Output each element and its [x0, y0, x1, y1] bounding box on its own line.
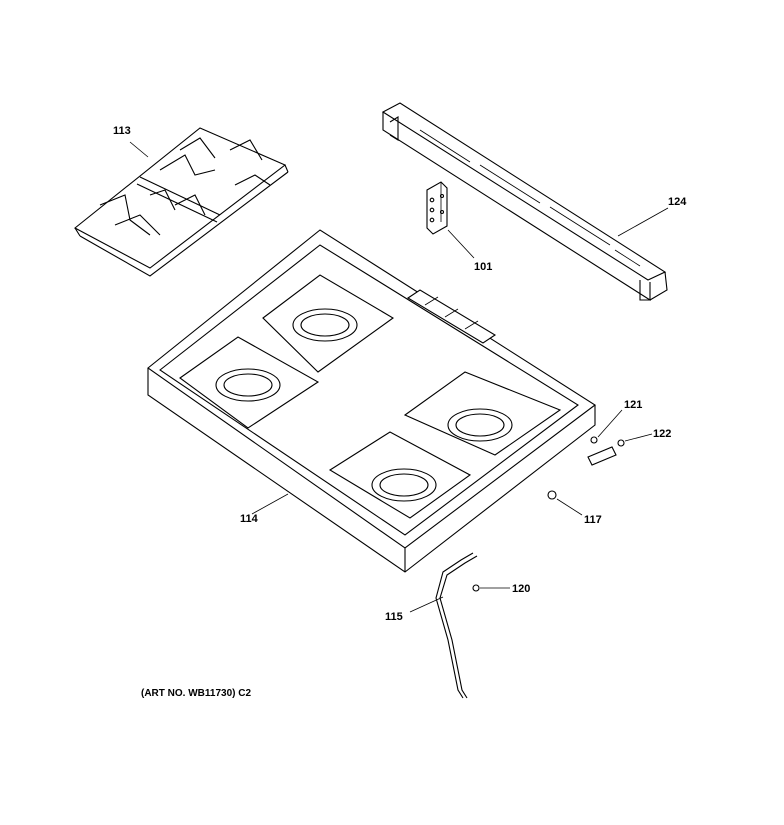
- label-115: 115: [385, 611, 403, 623]
- mounting-bracket: [426, 181, 475, 259]
- burner-grate: [74, 127, 289, 277]
- label-122: 122: [653, 428, 671, 440]
- label-117: 117: [584, 514, 602, 526]
- cooktop-main-top: [147, 229, 596, 573]
- rear-trim: [381, 102, 669, 302]
- label-114: 114: [240, 513, 259, 525]
- art-number-caption: (ART NO. WB11730) C2: [141, 688, 251, 699]
- screw-part: [472, 584, 510, 592]
- retainer-part: [587, 433, 653, 466]
- label-101: 101: [474, 261, 492, 273]
- plug-part: [547, 490, 583, 516]
- support-rod: [409, 552, 478, 699]
- spring-part: [590, 409, 623, 444]
- label-121: 121: [624, 399, 642, 411]
- label-120: 120: [512, 583, 530, 595]
- label-124: 124: [668, 196, 687, 208]
- label-113: 113: [113, 125, 131, 137]
